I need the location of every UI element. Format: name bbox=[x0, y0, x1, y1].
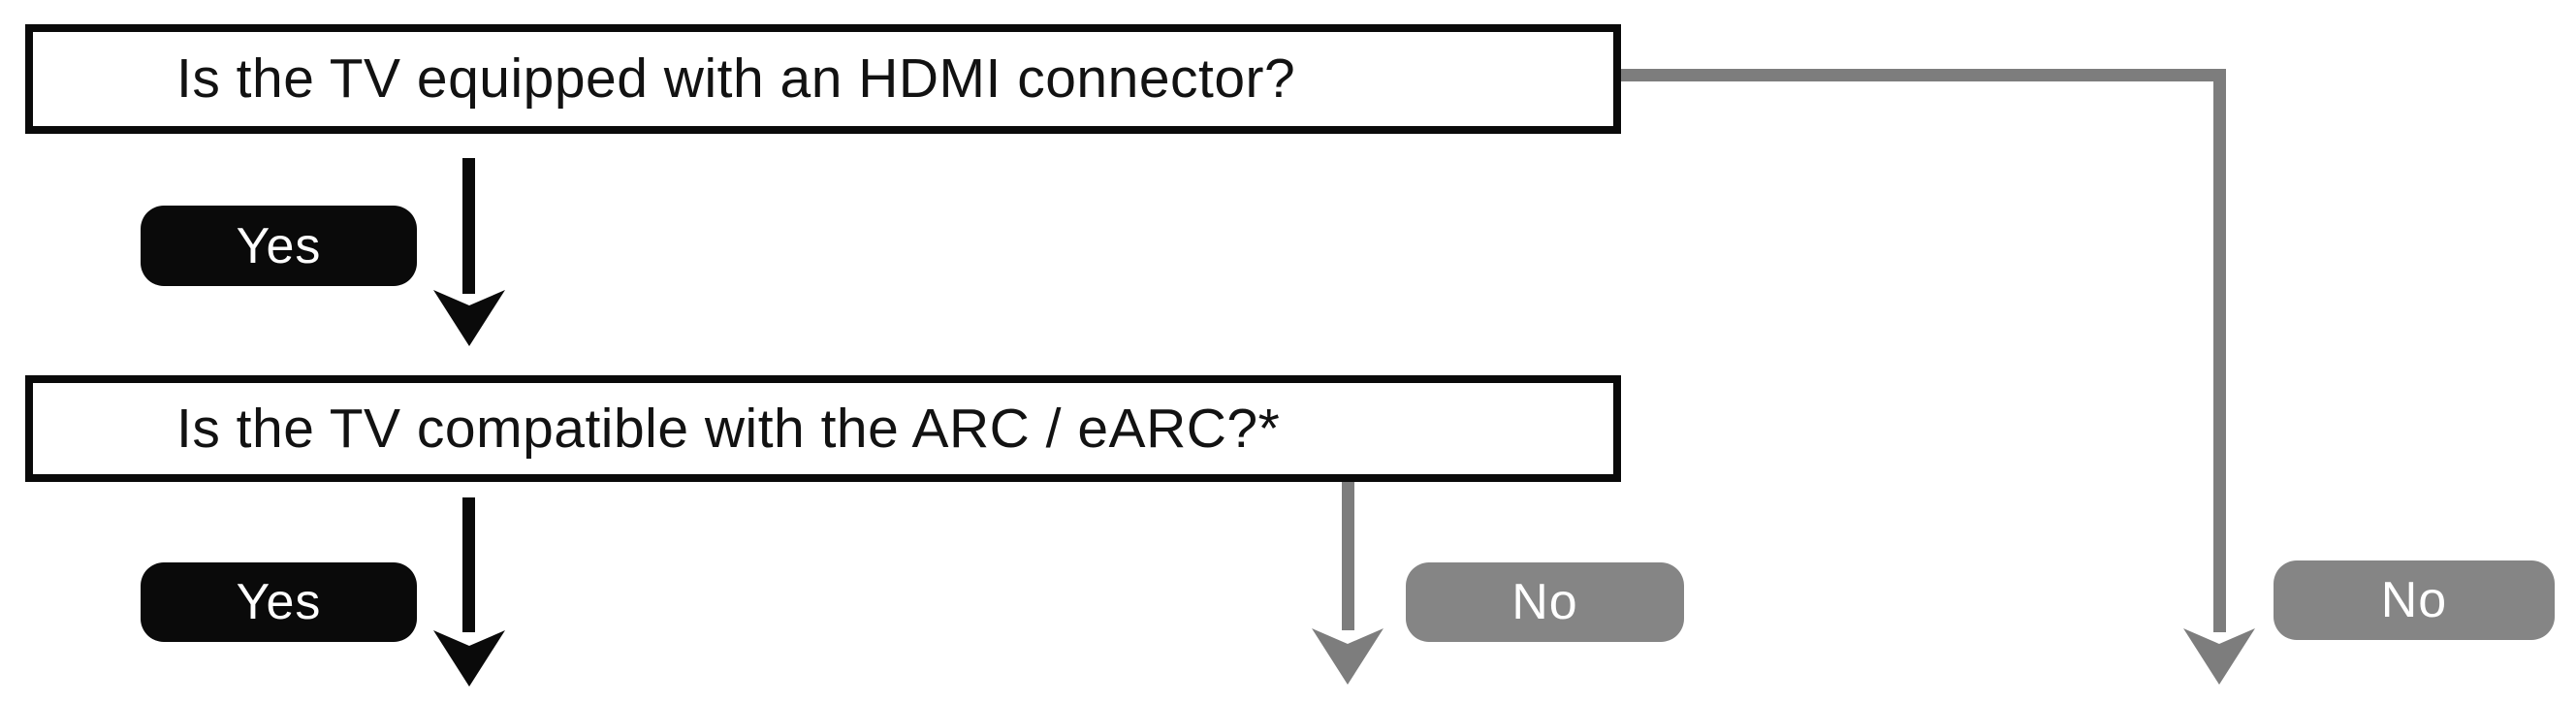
yes-badge-1: Yes bbox=[141, 206, 417, 286]
gray-arrowhead-right bbox=[2183, 628, 2255, 685]
question-box-hdmi: Is the TV equipped with an HDMI connecto… bbox=[25, 24, 1621, 134]
no-badge-middle: No bbox=[1406, 562, 1684, 642]
question-text-hdmi: Is the TV equipped with an HDMI connecto… bbox=[176, 48, 1296, 110]
no-badge-right: No bbox=[2274, 560, 2555, 640]
question-text-arc: Is the TV compatible with the ARC / eARC… bbox=[176, 397, 1281, 460]
black-arrowhead-2 bbox=[433, 630, 505, 687]
no-badge-right-label: No bbox=[2380, 572, 2448, 628]
arrow-down-icon bbox=[2183, 628, 2255, 685]
black-arrow-1-line bbox=[462, 158, 475, 294]
yes-badge-1-label: Yes bbox=[236, 217, 322, 274]
question-box-arc: Is the TV compatible with the ARC / eARC… bbox=[25, 375, 1621, 482]
arrow-down-icon bbox=[433, 290, 505, 346]
gray-arrowhead-middle bbox=[1312, 628, 1383, 685]
arrow-down-icon bbox=[433, 630, 505, 687]
elbow-horizontal-segment bbox=[1621, 69, 2226, 81]
no-badge-middle-label: No bbox=[1511, 574, 1578, 630]
black-arrow-2-line bbox=[462, 497, 475, 632]
elbow-vertical-segment bbox=[2213, 69, 2226, 632]
yes-badge-2-label: Yes bbox=[236, 574, 322, 630]
yes-badge-2: Yes bbox=[141, 562, 417, 642]
arrow-down-icon bbox=[1312, 628, 1383, 685]
gray-arrow-middle-line bbox=[1342, 482, 1354, 630]
black-arrowhead-1 bbox=[433, 290, 505, 346]
